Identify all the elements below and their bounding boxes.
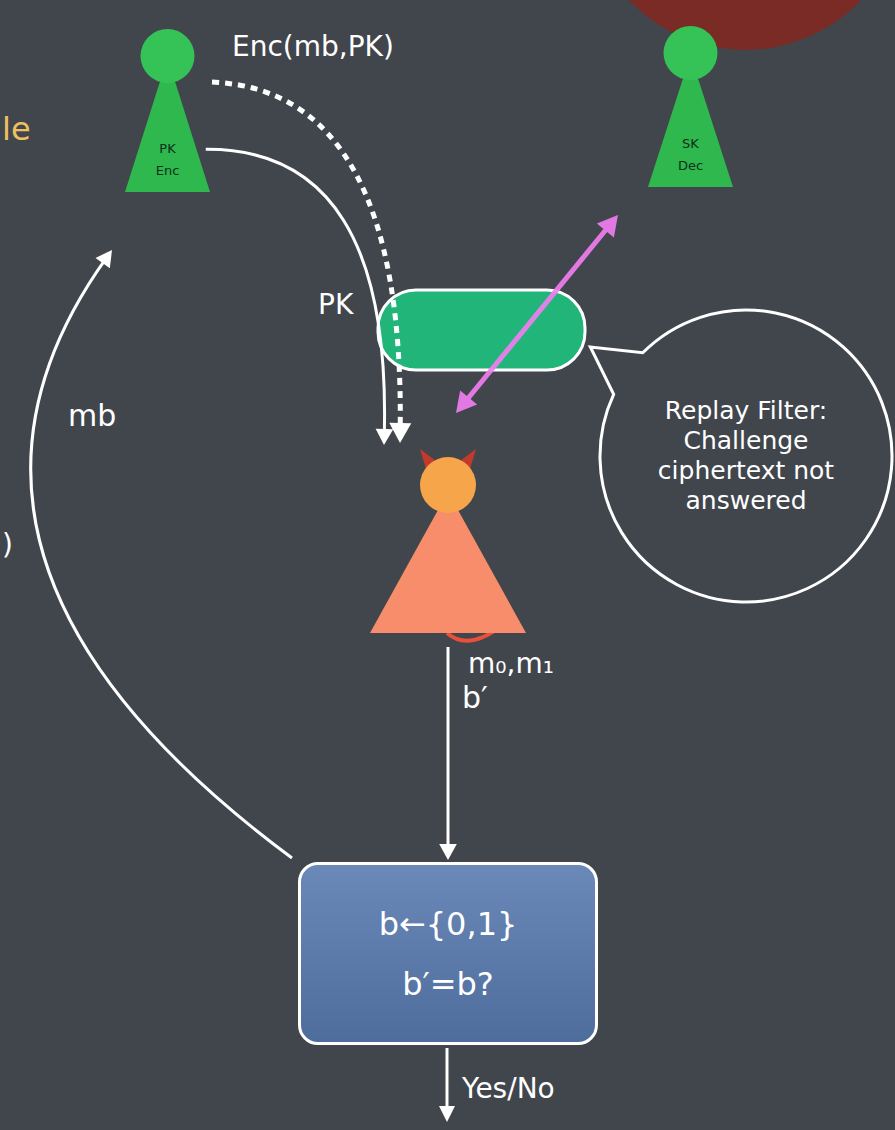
arrow-head	[96, 250, 112, 268]
speech-bubble	[590, 310, 892, 602]
connector	[31, 258, 292, 858]
adversary-figure: m₀,m₁	[368, 455, 528, 645]
connector	[447, 647, 450, 850]
pawn-body	[648, 73, 733, 188]
connector	[212, 82, 400, 431]
figure-label: Enc	[125, 163, 210, 178]
edge-label: Enc(mb,PK)	[232, 30, 394, 63]
decryptor-figure: SK Dec	[648, 25, 733, 187]
callout-bubble: Replay Filter: Challenge ciphertext not …	[598, 308, 894, 604]
output-line	[446, 1048, 449, 1108]
connector-group	[31, 250, 292, 858]
box-text: b←{0,1}	[379, 905, 518, 943]
challenger-box: b←{0,1} b′=b?	[298, 862, 598, 1045]
figure-label: Dec	[648, 158, 733, 173]
callout-text: Replay Filter: Challenge ciphertext not …	[626, 396, 866, 516]
cropped-text: le	[2, 110, 31, 148]
box-text: b′=b?	[402, 965, 494, 1003]
pawn-head	[141, 29, 195, 83]
cropped-text: )	[2, 528, 13, 561]
encryptor-figure: PK Enc	[125, 28, 210, 192]
connector-group	[212, 82, 411, 443]
arrow-head	[439, 844, 457, 860]
connector	[464, 224, 611, 403]
adversary-body	[370, 504, 526, 634]
figure-label: PK	[125, 141, 210, 156]
edge-label: PK	[318, 288, 353, 321]
connector-group	[206, 149, 393, 445]
arrow-head	[376, 429, 394, 445]
pawn-body	[125, 76, 210, 193]
arrow-head	[439, 1106, 455, 1122]
red-disc	[585, 0, 895, 50]
pawn-head	[664, 26, 718, 80]
arrow-head	[389, 423, 411, 443]
arrow-head	[456, 391, 477, 413]
connector-group	[456, 215, 618, 413]
output-label: Yes/No	[462, 1072, 555, 1105]
figure-label: m₀,m₁	[468, 647, 554, 680]
connector-group	[439, 647, 457, 860]
edge-label: b′	[462, 680, 488, 715]
box-inner: b←{0,1} b′=b?	[301, 865, 595, 1042]
figure-label: SK	[648, 136, 733, 151]
replay-filter-box	[378, 290, 585, 370]
adversary-head	[420, 457, 476, 513]
edge-label: mb	[68, 398, 116, 433]
arrow-head	[597, 215, 618, 237]
connector	[206, 149, 385, 435]
figure-shape	[368, 455, 528, 645]
